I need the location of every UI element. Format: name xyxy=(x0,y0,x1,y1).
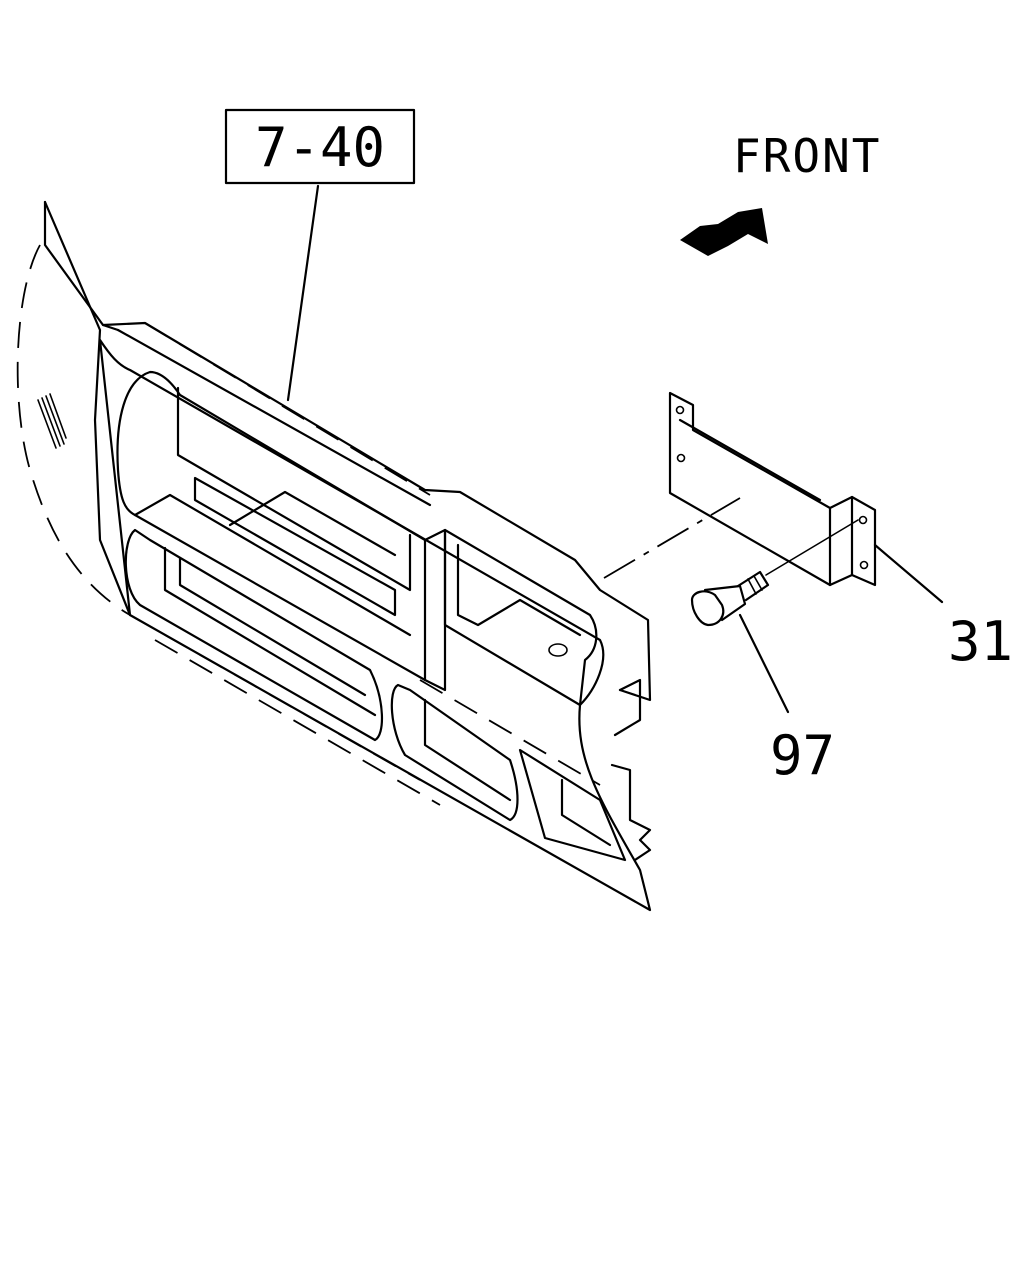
grille-inner-block xyxy=(228,490,397,557)
grille-lower-right-recess xyxy=(560,778,612,847)
grille-top-rail xyxy=(101,321,652,702)
grille-upper-left-opening xyxy=(116,370,427,682)
reference-leader-line xyxy=(286,184,320,402)
grille-assembly[interactable] xyxy=(16,200,652,912)
mounting-center-line xyxy=(603,497,741,579)
grille-bottom-hidden-line-2 xyxy=(154,639,441,806)
grille-lower-middle-opening xyxy=(390,683,519,822)
grille-inner-bar xyxy=(193,476,397,617)
part-97-leader-line xyxy=(738,613,790,714)
bracket-part-31[interactable] xyxy=(668,391,877,587)
vent-slots xyxy=(37,393,67,449)
reference-box-frame xyxy=(224,108,416,185)
bracket-hole-lower xyxy=(676,453,686,463)
bracket-plate-fold xyxy=(678,418,822,502)
bolt-head xyxy=(690,590,725,627)
front-arrow-icon xyxy=(680,208,768,256)
grille-left-panel xyxy=(43,200,132,617)
part-31-label: 31 xyxy=(948,610,1013,673)
bolt-thread-2 xyxy=(753,575,763,591)
grille-right-bracket-lower xyxy=(610,763,652,862)
grille-mid-hidden-line xyxy=(419,679,601,786)
bracket-flange xyxy=(828,495,877,587)
grille-upper-left-recess xyxy=(176,386,412,592)
grille-right-bracket-upper xyxy=(613,678,642,737)
grille-mounting-hole xyxy=(548,643,568,657)
bracket-flange-hole-lower xyxy=(859,560,869,570)
grille-top-left-edge xyxy=(43,200,120,332)
grille-center-post xyxy=(423,528,447,692)
grille-bottom-hidden-line xyxy=(129,614,421,781)
grille-lower-left-opening xyxy=(124,528,384,742)
grille-lower-right-opening xyxy=(518,748,627,862)
bolt-shank xyxy=(736,570,770,602)
grille-top-rail-inner xyxy=(116,328,432,507)
grille-side-curve xyxy=(16,244,131,616)
bolt-collar xyxy=(703,584,747,622)
front-label: FRONT xyxy=(733,129,881,183)
bracket-flange-hole-upper xyxy=(858,515,868,525)
part-31-leader-line xyxy=(873,543,944,604)
part-97-label: 97 xyxy=(770,724,835,787)
grille-upper-right-opening xyxy=(443,528,598,707)
reference-box[interactable]: 7-40 xyxy=(224,108,416,185)
grille-lower-middle-recess xyxy=(423,698,512,802)
reference-box-label: 7-40 xyxy=(255,116,385,179)
grille-front-frame xyxy=(98,338,652,912)
grille-top-hidden-line xyxy=(144,322,431,496)
bolt-axis-line xyxy=(765,519,859,576)
bolt-thread-1 xyxy=(747,578,757,595)
bolt-part-97[interactable] xyxy=(690,570,770,627)
grille-lower-left-inner xyxy=(178,556,367,697)
grille-upper-right-recess xyxy=(456,543,582,637)
grille-lower-left-recess xyxy=(163,546,377,717)
bracket-hole-upper xyxy=(675,405,685,415)
bracket-plate xyxy=(668,391,832,587)
grille-upper-left-ledge xyxy=(133,493,412,637)
